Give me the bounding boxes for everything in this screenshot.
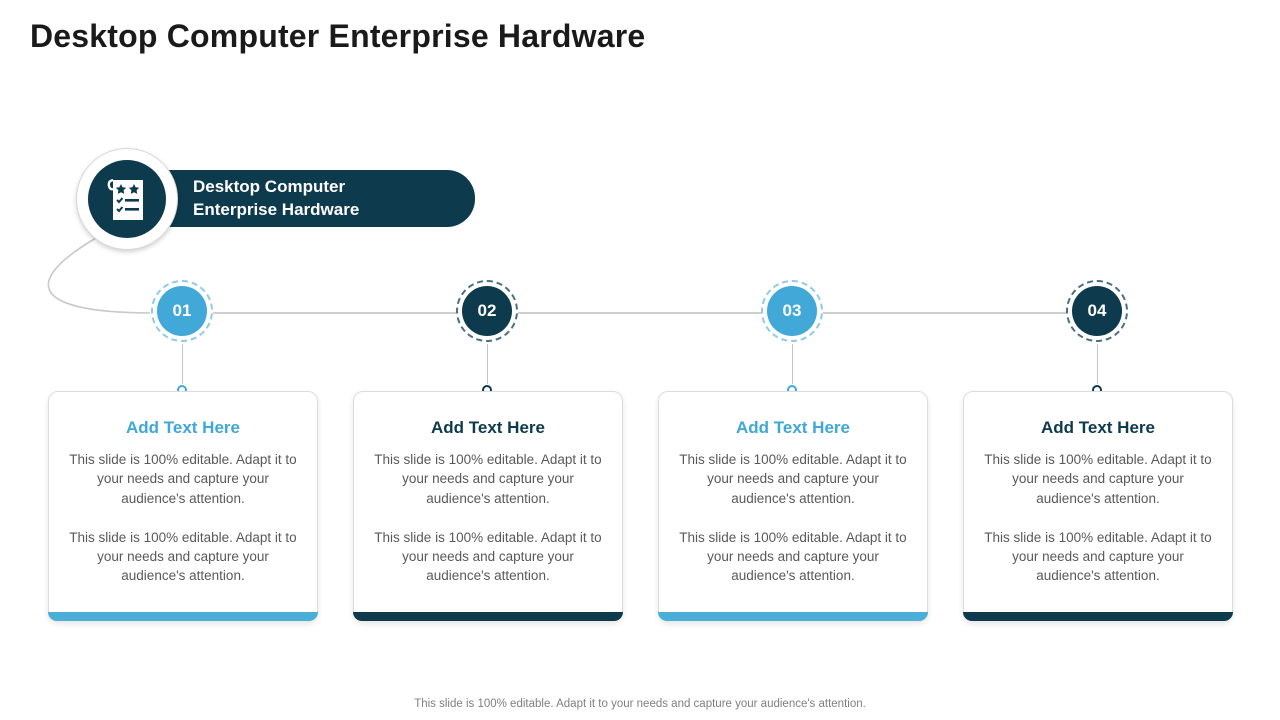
badge-label-line1: Desktop Computer <box>193 176 346 196</box>
card-paragraph-1: This slide is 100% editable. Adapt it to… <box>374 452 602 506</box>
card-paragraph-2: This slide is 100% editable. Adapt it to… <box>69 529 297 584</box>
step-number: 04 <box>1072 286 1122 336</box>
checklist-document-icon <box>88 160 166 238</box>
page-title: Desktop Computer Enterprise Hardware <box>30 18 646 54</box>
content-card: Add Text Here This slide is 100% editabl… <box>963 391 1233 621</box>
step-number-circle: 04 <box>1066 280 1128 342</box>
card-accent-bar <box>658 612 928 621</box>
card-paragraph-2: This slide is 100% editable. Adapt it to… <box>374 529 602 584</box>
step-number-circle: 03 <box>761 280 823 342</box>
footer-note: This slide is 100% editable. Adapt it to… <box>414 698 866 710</box>
timeline-line <box>182 312 1097 314</box>
content-card: Add Text Here This slide is 100% editabl… <box>353 391 623 621</box>
card-accent-bar <box>963 612 1233 621</box>
card-paragraph-1: This slide is 100% editable. Adapt it to… <box>679 452 907 506</box>
step-connector-line <box>182 344 183 384</box>
card-paragraph-2: This slide is 100% editable. Adapt it to… <box>984 529 1212 584</box>
step-connector-line <box>487 344 488 384</box>
badge-label-line2: Enterprise Hardware <box>193 199 360 219</box>
step-number: 01 <box>157 286 207 336</box>
title-badge: Desktop Computer Enterprise Hardware <box>143 170 475 227</box>
card-paragraph-1: This slide is 100% editable. Adapt it to… <box>69 452 297 506</box>
content-card: Add Text Here This slide is 100% editabl… <box>658 391 928 621</box>
card-heading: Add Text Here <box>736 418 850 437</box>
step-number-circle: 01 <box>151 280 213 342</box>
card-heading: Add Text Here <box>1041 418 1155 437</box>
card-paragraph-2: This slide is 100% editable. Adapt it to… <box>679 529 907 584</box>
step-connector-line <box>1097 344 1098 384</box>
card-heading: Add Text Here <box>431 418 545 437</box>
card-heading: Add Text Here <box>126 418 240 437</box>
content-card: Add Text Here This slide is 100% editabl… <box>48 391 318 621</box>
step-number-circle: 02 <box>456 280 518 342</box>
card-accent-bar <box>353 612 623 621</box>
card-paragraph-1: This slide is 100% editable. Adapt it to… <box>984 452 1212 506</box>
badge-icon-circle <box>76 148 178 250</box>
card-accent-bar <box>48 612 318 621</box>
step-number: 02 <box>462 286 512 336</box>
step-number: 03 <box>767 286 817 336</box>
step-connector-line <box>792 344 793 384</box>
